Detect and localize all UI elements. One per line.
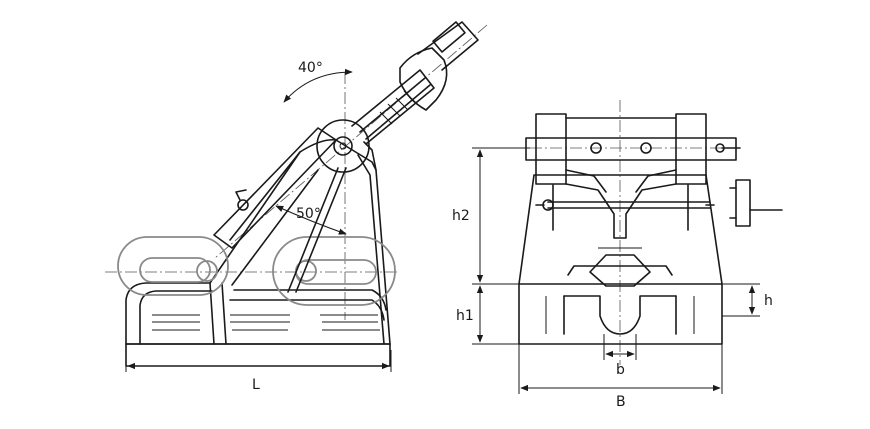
- h2-label: h2: [452, 208, 470, 224]
- width-label: B: [616, 394, 626, 410]
- angle-50-dimension: 50°: [275, 205, 347, 235]
- pivot-hub: [316, 119, 370, 173]
- top-cheeks: [525, 113, 737, 239]
- upper-body: [518, 174, 723, 287]
- length-label: L: [252, 377, 260, 393]
- h-dimension: h: [722, 283, 773, 317]
- hand-wheel-icon: [721, 147, 783, 227]
- h1-label: h1: [456, 308, 474, 324]
- screw-arm: [351, 21, 479, 145]
- angle-50-label: 50°: [296, 206, 321, 222]
- width-dimension: B: [518, 344, 723, 410]
- angle-40-dimension: 40°: [283, 60, 353, 103]
- lever-bar: [213, 127, 347, 293]
- base-block: [518, 283, 723, 345]
- base-plate: [125, 343, 391, 367]
- b-dimension: b: [603, 334, 637, 378]
- end-view: h2 h1 h b B: [452, 100, 783, 410]
- h1-dimension: h1: [456, 285, 519, 345]
- h-label: h: [764, 293, 773, 309]
- chain-links: [117, 236, 396, 306]
- side-view: 40° 50° L: [105, 21, 488, 393]
- tie-rod: [535, 199, 715, 211]
- angle-40-label: 40°: [298, 60, 323, 76]
- b-label: b: [616, 362, 625, 378]
- h2-dimension: h2: [452, 147, 530, 285]
- length-dimension: L: [125, 350, 392, 393]
